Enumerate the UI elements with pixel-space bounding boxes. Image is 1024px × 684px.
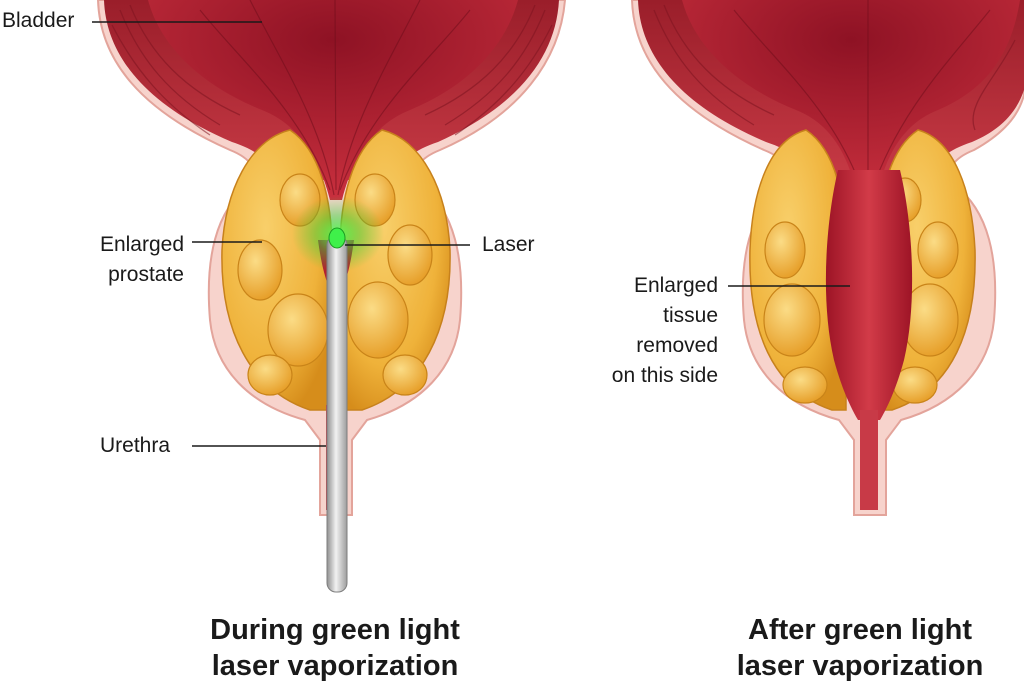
- bladder-lumen-after: [682, 0, 1020, 200]
- caption-during: During green light laser vaporization: [210, 614, 460, 682]
- bladder-lumen: [148, 0, 518, 200]
- label-removed-tissue: Enlarged tissue removed on this side: [611, 274, 718, 387]
- during-illustration: [96, 0, 567, 593]
- label-urethra: Urethra: [100, 434, 171, 457]
- label-enlarged-prostate: Enlarged prostate: [99, 233, 184, 286]
- after-illustration: [630, 0, 1024, 516]
- label-bladder: Bladder: [2, 9, 75, 32]
- laser-fiber: [326, 235, 348, 593]
- widened-channel: [825, 170, 913, 420]
- laser-tip: [328, 227, 346, 249]
- leader-lines: [92, 21, 850, 447]
- caption-after: After green light laser vaporization: [736, 614, 984, 682]
- label-laser: Laser: [482, 233, 535, 256]
